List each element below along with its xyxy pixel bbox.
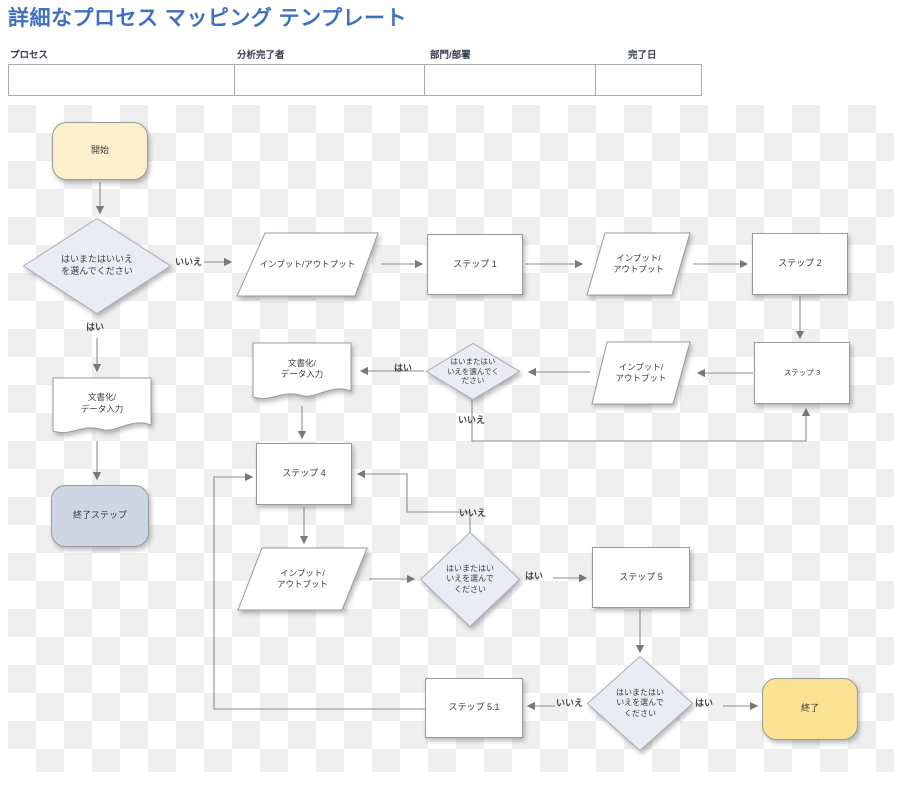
node-label-doc1: 文書化/ データ入力 — [80, 392, 124, 414]
edge-label-d4-end: はい — [695, 698, 714, 708]
node-d3[interactable]: はいまたはい いえを選んで ください — [419, 531, 521, 628]
node-d4[interactable]: はいまたはい いえを選んで ください — [586, 655, 694, 752]
node-s51[interactable]: ステップ 5.1 — [425, 678, 523, 738]
node-label-io2: インプット/ アウトプット — [612, 252, 664, 274]
node-label-d2: はいまたはい いえを選んでく ださい — [446, 356, 500, 386]
analyst-input-cell[interactable] — [235, 65, 425, 95]
node-io2[interactable]: インプット/ アウトプット — [586, 232, 691, 296]
edge-label-d3-s4-no: いいえ — [459, 508, 487, 518]
node-label-s3: ステップ 3 — [783, 368, 821, 378]
node-endstep[interactable]: 終了ステップ — [51, 485, 149, 547]
node-label-s5: ステップ 5 — [619, 571, 663, 582]
edge-label-d2-s3-no: いいえ — [458, 415, 486, 425]
diagram-canvas — [8, 105, 894, 772]
node-s3[interactable]: ステップ 3 — [754, 342, 850, 404]
node-label-s4: ステップ 4 — [282, 468, 326, 479]
node-io1[interactable]: インプット/アウトプット — [236, 232, 379, 297]
node-label-s2: ステップ 2 — [778, 258, 822, 269]
node-s1[interactable]: ステップ 1 — [427, 234, 523, 295]
page-title: 詳細なプロセス マッピング テンプレート — [8, 7, 408, 30]
field-label-analyst: 分析完了者 — [237, 50, 285, 61]
field-label-department: 部門/部署 — [430, 50, 471, 61]
process-input-cell[interactable] — [9, 65, 235, 95]
node-end[interactable]: 終了 — [762, 678, 858, 740]
node-s5[interactable]: ステップ 5 — [592, 547, 690, 608]
node-label-doc2: 文書化/ データ入力 — [280, 357, 324, 379]
department-input-cell[interactable] — [425, 65, 596, 95]
node-label-d4: はいまたはい いえを選んで ください — [616, 687, 664, 718]
node-label-d1: はいまたはいいえ を選んでください — [60, 254, 133, 276]
node-doc2[interactable]: 文書化/ データ入力 — [252, 342, 352, 404]
header-table — [8, 64, 702, 96]
node-label-endstep: 終了ステップ — [72, 510, 127, 521]
edge-label-d2-doc2: はい — [394, 363, 413, 373]
node-label-s51: ステップ 5.1 — [448, 702, 500, 713]
node-io4[interactable]: インプット/ アウトプット — [237, 547, 368, 611]
edge-label-d1-doc1: はい — [86, 322, 105, 332]
edge-label-d4-s51: いいえ — [556, 698, 584, 708]
node-label-d3: はいまたはい いえを選んで ください — [446, 563, 494, 594]
node-label-io4: インプット/ アウトプット — [276, 567, 328, 589]
node-label-start: 開始 — [90, 145, 109, 156]
node-s4[interactable]: ステップ 4 — [256, 443, 352, 505]
field-label-due-date: 完了日 — [628, 50, 657, 61]
node-io3[interactable]: インプット/ アウトプット — [591, 341, 691, 405]
field-label-process: プロセス — [10, 50, 49, 61]
edge-label-d3-s5: はい — [525, 571, 544, 581]
node-start[interactable]: 開始 — [52, 122, 148, 180]
node-doc1[interactable]: 文書化/ データ入力 — [52, 377, 152, 438]
node-d2[interactable]: はいまたはい いえを選んでく ださい — [425, 342, 521, 401]
node-label-io1: インプット/アウトプット — [259, 258, 356, 269]
node-label-end: 終了 — [800, 703, 819, 714]
node-s2[interactable]: ステップ 2 — [752, 233, 848, 295]
due-date-input-cell[interactable] — [596, 65, 701, 95]
edge-label-d1-io1: いいえ — [175, 257, 203, 267]
node-d1[interactable]: はいまたはいいえ を選んでください — [22, 217, 172, 315]
node-label-io3: インプット/ アウトプット — [615, 361, 667, 383]
node-label-s1: ステップ 1 — [453, 258, 497, 269]
